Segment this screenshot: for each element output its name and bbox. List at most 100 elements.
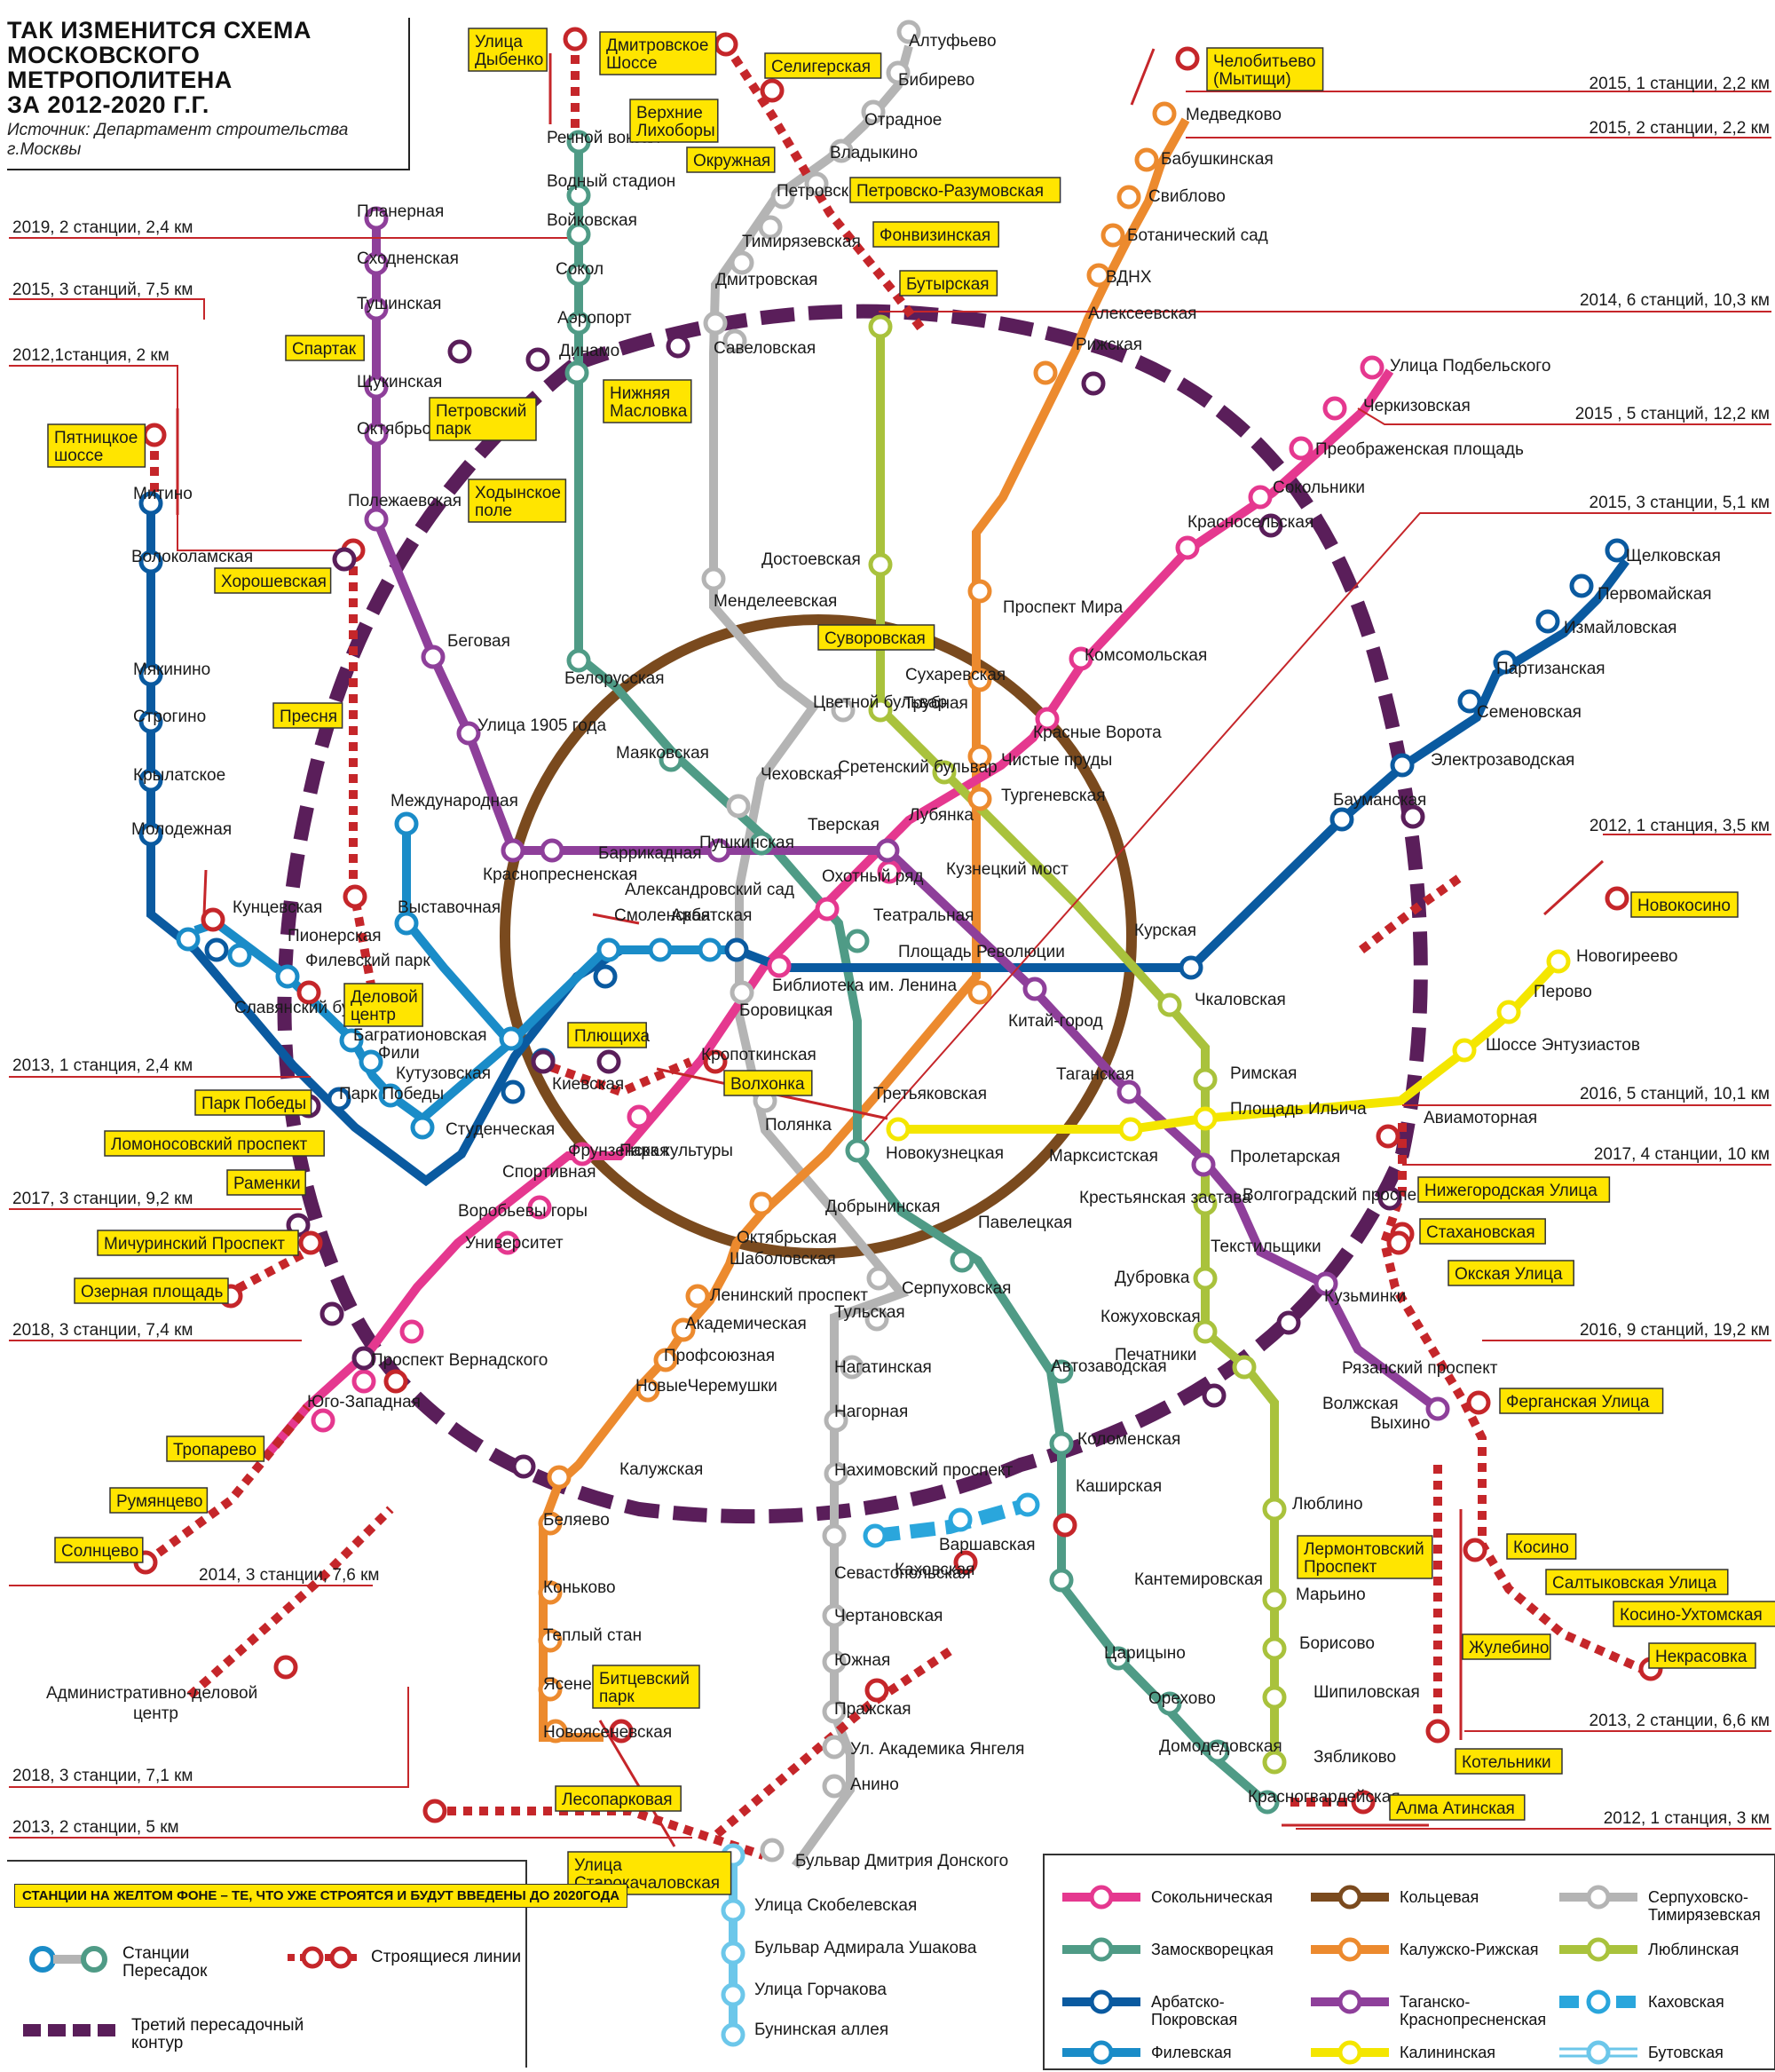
station-marker <box>659 747 683 772</box>
yellow-station-text: Улица <box>574 1856 622 1875</box>
yellow-station-box <box>629 99 719 143</box>
station-marker <box>566 311 591 336</box>
station-marker <box>824 1461 848 1486</box>
station-marker <box>1546 949 1571 974</box>
station-label-алексеевская: Алексеевская <box>1088 304 1196 323</box>
station-label-нагорная: Нагорная <box>834 1403 908 1421</box>
yellow-station-text: Раменки <box>233 1174 301 1193</box>
legend-transfer-circle-1 <box>29 1946 56 1973</box>
station-marker <box>868 698 893 723</box>
station-marker <box>1100 223 1125 248</box>
station-marker <box>296 980 321 1005</box>
station-marker <box>538 1511 563 1536</box>
station-label-волгоградский-проспект: Волгоградский проспект <box>1242 1186 1432 1205</box>
station-label-новыечеремушки: НовыеЧеремушки <box>635 1377 777 1396</box>
station-label-парк-победы: Парк Победы <box>339 1085 444 1103</box>
yellow-station-text: Челобитьево <box>1213 52 1316 71</box>
construction-annotation: 2014, 6 станций, 10,3 км <box>1580 291 1770 310</box>
station-marker <box>730 980 754 1005</box>
station-marker <box>706 838 731 863</box>
station-marker <box>886 1117 911 1142</box>
station-label-бибирево: Бибирево <box>898 71 974 90</box>
station-marker <box>566 222 591 247</box>
yellow-station-text: Ломоносовский проспект <box>111 1135 308 1154</box>
station-label-ул-академика-янгеля: Ул. Академика Янгеля <box>850 1740 1024 1759</box>
yellow-station-box <box>74 1277 229 1304</box>
yellow-station-тропарево: Тропарево <box>166 1435 265 1462</box>
yellow-station-text: Косино-Ухтомская <box>1620 1606 1763 1625</box>
station-marker <box>1049 1359 1074 1384</box>
station-label-анино: Анино <box>850 1775 899 1794</box>
station-marker <box>758 215 783 240</box>
station-marker <box>1262 1497 1287 1522</box>
yellow-station-text: Косино <box>1513 1538 1569 1557</box>
yellow-station-box <box>1417 1176 1611 1203</box>
station-marker <box>1193 1191 1218 1216</box>
station-marker <box>1022 977 1047 1001</box>
station-label-филевский-парк: Филевский парк <box>305 952 430 970</box>
station-marker <box>1175 535 1200 560</box>
station-labels: АлтуфьевоБибиревоОтрадноеВладыкиноПетров… <box>131 32 1721 2039</box>
station-label-коломенская: Коломенская <box>1077 1430 1180 1449</box>
station-label-площадь-ильича: Площадь Ильича <box>1230 1100 1367 1119</box>
yellow-station-фонвизинская: Фонвизинская <box>872 221 999 248</box>
station-marker <box>840 1355 864 1380</box>
station-label-беляево: Беляево <box>543 1511 610 1530</box>
station-marker <box>698 937 722 962</box>
station-label-краснопресненская: Краснопресненская <box>483 866 637 884</box>
station-marker <box>364 251 389 276</box>
station-marker <box>540 838 564 863</box>
station-marker <box>1049 1568 1074 1593</box>
yellow-station-box <box>555 1785 682 1812</box>
yellow-station-box <box>1499 1388 1664 1414</box>
station-marker <box>495 1230 520 1255</box>
station-label-красногвардейская: Красногвардейская <box>1248 1788 1400 1807</box>
yellow-station-мичуринский-проспект: Мичуринский Проспект <box>97 1230 299 1256</box>
legend-line-samples <box>1062 1885 1637 2065</box>
station-marker <box>760 78 785 103</box>
station-marker <box>749 1191 774 1216</box>
yellow-station-text: Суворовская <box>824 629 926 648</box>
station-marker <box>364 422 389 447</box>
yellow-station-box <box>166 1435 265 1462</box>
station-marker <box>593 964 618 989</box>
station-marker <box>1033 360 1058 385</box>
yellow-station-text: Лермонтовский <box>1304 1540 1424 1559</box>
station-label-рижская: Рижская <box>1076 336 1142 354</box>
yellow-station-text: Масловка <box>610 402 688 421</box>
yellow-station-text: Улица <box>475 33 523 51</box>
yellow-station-салтыковская-улица: Салтыковская Улица <box>1545 1569 1729 1595</box>
yellow-station-text: Солнцево <box>61 1542 138 1561</box>
yellow-station-box <box>47 423 146 468</box>
station-label-римская: Римская <box>1230 1064 1297 1083</box>
yellow-station-text: шоссе <box>54 447 103 465</box>
station-label-красные-ворота: Красные Ворота <box>1033 724 1162 742</box>
yellow-station-суворовская: Суворовская <box>817 624 935 651</box>
station-label-маяковская: Маяковская <box>616 744 709 763</box>
station-label-коньково: Коньково <box>543 1578 616 1597</box>
yellow-station-волхонка: Волхонка <box>723 1070 813 1096</box>
station-label-борисово: Борисово <box>1299 1634 1375 1653</box>
legend-line-label: Филевская <box>1151 2044 1232 2061</box>
construction-annotation: 2012, 1 станция, 3 км <box>1604 1809 1770 1828</box>
station-marker <box>138 768 163 793</box>
yellow-station-text: Окская Улица <box>1455 1265 1563 1284</box>
station-label-курская: Курская <box>1134 921 1196 940</box>
legend-line-label: Арбатско-Покровская <box>1151 1993 1238 2029</box>
yellow-station-text: Салтыковская Улица <box>1552 1574 1717 1593</box>
station-label-киевская: Киевская <box>552 1075 624 1094</box>
station-marker <box>1035 707 1060 732</box>
construction-annotation: 2015, 2 станции, 2,2 км <box>1590 119 1770 138</box>
legend-swatch-kalininskaya <box>1311 2040 1389 2065</box>
station-label-воробьевы-горы: Воробьевы горы <box>458 1202 588 1221</box>
line-kakhovskaya <box>874 1498 1030 1543</box>
station-label-улица-горчакова: Улица Горчакова <box>754 1981 887 1999</box>
station-marker <box>1081 371 1106 396</box>
station-label-дубровка: Дубровка <box>1115 1269 1190 1287</box>
station-label-орехово: Орехово <box>1148 1689 1216 1708</box>
station-label-студенческая: Студенческая <box>446 1120 555 1139</box>
yellow-station-box <box>1506 1533 1577 1560</box>
station-marker <box>1193 1266 1218 1291</box>
